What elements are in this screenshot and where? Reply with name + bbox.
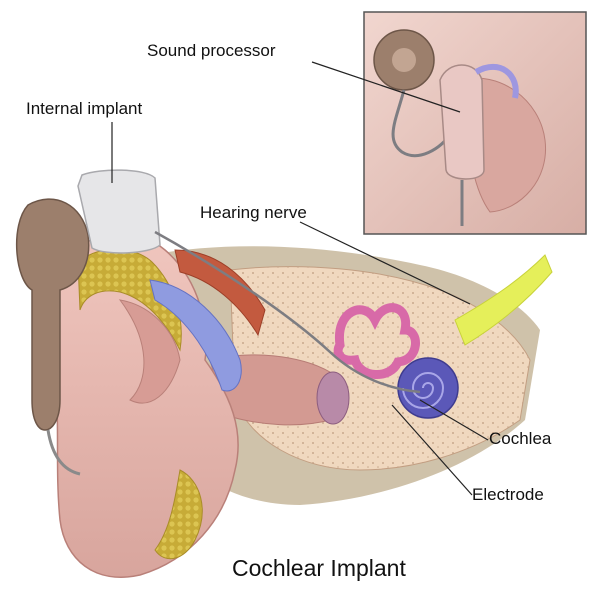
inset-earhook [474, 63, 519, 99]
label-internal-implant: Internal implant [26, 99, 143, 118]
implant-electrode-lead [154, 230, 421, 394]
eardrum [316, 371, 350, 425]
cochlea-spiral [402, 372, 445, 409]
blue-tissue [149, 279, 242, 392]
diagram-title: Cochlear Implant [232, 555, 406, 581]
label-hearing-nerve: Hearing nerve [200, 203, 307, 222]
leader-cochlea [419, 399, 489, 441]
semicircular-canals [333, 303, 420, 379]
external-processor [15, 198, 90, 431]
inset-coil-cable [391, 89, 454, 158]
cochlea-shell [397, 357, 459, 419]
processor-cable [46, 429, 81, 476]
leader-electrode [391, 404, 473, 496]
label-electrode: Electrode [472, 485, 544, 504]
internal-implant [77, 169, 161, 254]
inset-processor-body [439, 64, 485, 180]
hearing-nerve [454, 254, 553, 346]
ear-cartilage-fold [118, 299, 181, 404]
label-cochlea: Cochlea [489, 429, 552, 448]
leader-lines [111, 61, 489, 496]
ear-fat-lobe [154, 469, 203, 560]
leader-sound-processor [311, 61, 461, 113]
label-sound-processor: Sound processor [147, 41, 276, 60]
inset-coil-center [392, 48, 416, 72]
temporalis-muscle [174, 249, 266, 337]
leader-hearing-nerve [299, 221, 471, 305]
